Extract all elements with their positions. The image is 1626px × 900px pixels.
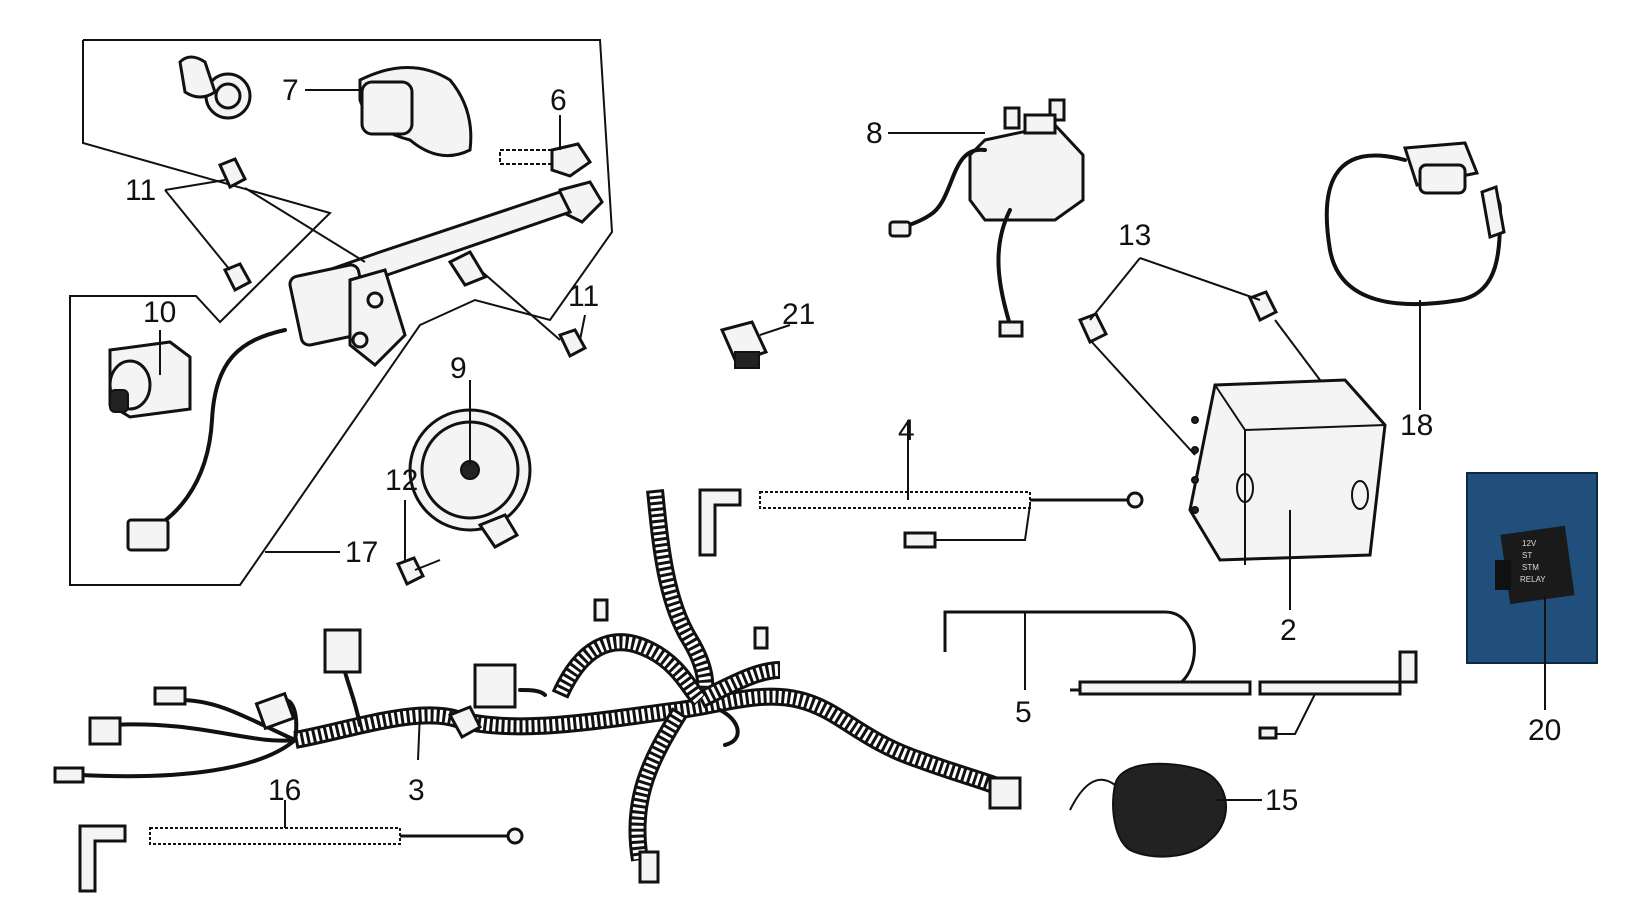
callout-9: 9 [450, 352, 467, 385]
part-16-cable [78, 824, 524, 893]
part-10-lock-switch [108, 340, 192, 419]
ignition-switch-body [126, 190, 573, 552]
callout-2: 2 [1280, 614, 1297, 647]
part-3-wiring-harness [53, 489, 1022, 884]
part-13-bolts [1077, 290, 1279, 345]
part-8-starter-relay [888, 98, 1085, 338]
part-5-cable [943, 610, 1418, 740]
callout-10: 10 [143, 296, 176, 329]
leader-lines [159, 89, 1546, 828]
relay-print-3: STM [1522, 563, 1539, 572]
relay-print-1: 12V [1522, 539, 1537, 548]
callout-17: 17 [345, 536, 378, 569]
callout-3: 3 [408, 774, 425, 807]
relay-print-2: ST [1522, 551, 1532, 560]
callout-18: 18 [1400, 409, 1433, 442]
callout-5: 5 [1015, 696, 1032, 729]
part-12-bolt [395, 556, 441, 587]
part-18-ignition-coil [1324, 141, 1506, 307]
part-20-relay-photo: 12V ST STM RELAY [1466, 472, 1598, 664]
part-4-cable [698, 488, 1144, 557]
callout-13: 13 [1118, 219, 1151, 252]
part-21-connector [719, 320, 769, 369]
callout-11-left: 11 [125, 174, 156, 207]
callout-15: 15 [1265, 784, 1298, 817]
part-9-horn [408, 408, 532, 549]
part-11-bolt-right [557, 328, 588, 359]
part-2-battery-box [1188, 378, 1387, 565]
callout-7: 7 [282, 74, 299, 107]
callout-6: 6 [550, 84, 567, 117]
callout-8: 8 [866, 117, 883, 150]
relay-print-4: RELAY [1520, 575, 1546, 584]
part-11-bolts-left [217, 157, 253, 293]
callout-4: 4 [898, 414, 915, 447]
callout-labels: 7 6 8 11 10 11 21 9 12 13 4 18 17 2 5 20… [125, 74, 1561, 817]
ignition-group-outline [69, 39, 614, 586]
callout-11-right: 11 [568, 280, 599, 313]
callout-16: 16 [268, 774, 301, 807]
callout-21: 21 [782, 298, 815, 331]
part-15-component [1069, 762, 1227, 858]
part-7-lock-cover [178, 55, 473, 158]
callout-20: 20 [1528, 714, 1561, 747]
callout-12: 12 [385, 464, 418, 497]
